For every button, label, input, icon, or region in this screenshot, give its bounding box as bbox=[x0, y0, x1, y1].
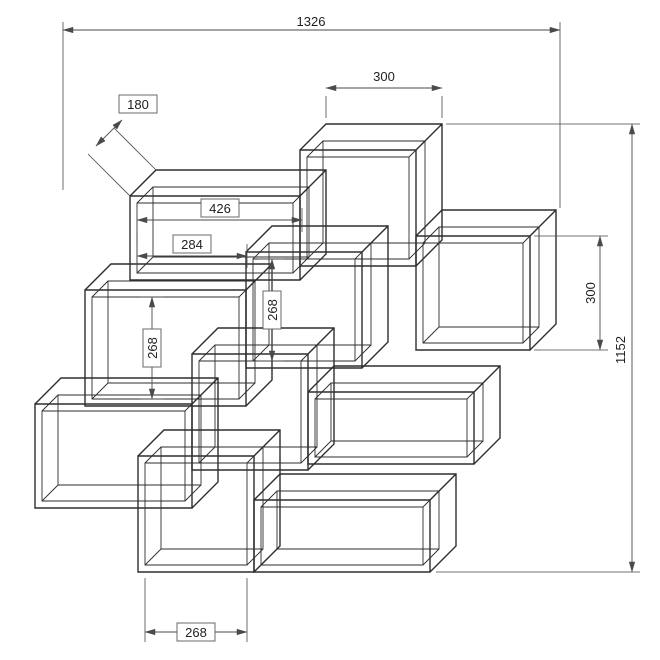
label-backing bbox=[285, 13, 337, 29]
dim-text-right-shelf-height: 300 bbox=[583, 282, 598, 304]
label-backing bbox=[612, 326, 628, 374]
module-interior bbox=[252, 242, 372, 362]
dim-label-upper-inner-width: 426 bbox=[200, 198, 240, 218]
dim-text-bottom-inner-width: 268 bbox=[185, 625, 207, 640]
dim-label-right-shelf-height: 300 bbox=[582, 273, 598, 313]
module-interior bbox=[41, 394, 202, 502]
label-box bbox=[176, 622, 216, 642]
label-backing bbox=[362, 69, 406, 84]
label-box bbox=[172, 234, 212, 254]
dimension-labels: 1326 300 180 426 284 268 268 300 bbox=[118, 13, 628, 642]
shelf-unit bbox=[34, 123, 557, 573]
module-interior bbox=[260, 490, 440, 566]
module-outline bbox=[34, 377, 219, 509]
dim-line-depth bbox=[95, 119, 123, 147]
module-interior bbox=[198, 344, 318, 464]
module-interior bbox=[91, 280, 256, 400]
label-box bbox=[262, 290, 282, 330]
dim-text-depth: 180 bbox=[127, 97, 149, 112]
module-interior bbox=[314, 382, 484, 458]
dim-label-left-inner-height: 268 bbox=[142, 328, 162, 368]
module-bottom-right-shelf bbox=[253, 473, 457, 573]
label-box bbox=[118, 94, 158, 114]
module-interior bbox=[422, 226, 540, 344]
module-interior bbox=[306, 140, 426, 260]
dim-label-bottom-inner-width: 268 bbox=[176, 622, 216, 642]
dim-text-top-box-width: 300 bbox=[373, 69, 395, 84]
dim-text-upper-inner-width-2: 284 bbox=[181, 237, 203, 252]
dim-text-left-inner-height: 268 bbox=[145, 337, 160, 359]
label-box bbox=[200, 198, 240, 218]
dim-text-upper-inner-width: 426 bbox=[209, 201, 231, 216]
dim-label-center-inner-height: 268 bbox=[262, 290, 282, 330]
module-outline bbox=[307, 365, 501, 465]
dim-label-overall-width: 1326 bbox=[285, 13, 337, 29]
dim-text-overall-width: 1326 bbox=[297, 14, 326, 29]
module-left-middle-shelf bbox=[84, 263, 273, 407]
label-box bbox=[142, 328, 162, 368]
module-interior bbox=[144, 446, 264, 566]
module-outline bbox=[253, 473, 457, 573]
module-right-upper-shelf bbox=[415, 209, 557, 351]
dim-text-overall-height: 1152 bbox=[613, 336, 628, 364]
module-top-left-shelf bbox=[129, 169, 327, 281]
module-right-middle-shelf bbox=[307, 365, 501, 465]
label-backing bbox=[582, 273, 598, 313]
module-interior bbox=[136, 186, 310, 274]
dim-label-upper-inner-width-2: 284 bbox=[172, 234, 212, 254]
dim-label-overall-height: 1152 bbox=[612, 326, 628, 374]
dim-text-center-inner-height: 268 bbox=[265, 299, 280, 321]
module-left-lower-shelf bbox=[34, 377, 219, 509]
dim-label-top-box-width: 300 bbox=[362, 69, 406, 84]
module-outline bbox=[84, 263, 273, 407]
dim-label-depth: 180 bbox=[118, 94, 158, 114]
dimension-lines bbox=[62, 26, 636, 636]
module-bottom-cube bbox=[137, 429, 281, 573]
